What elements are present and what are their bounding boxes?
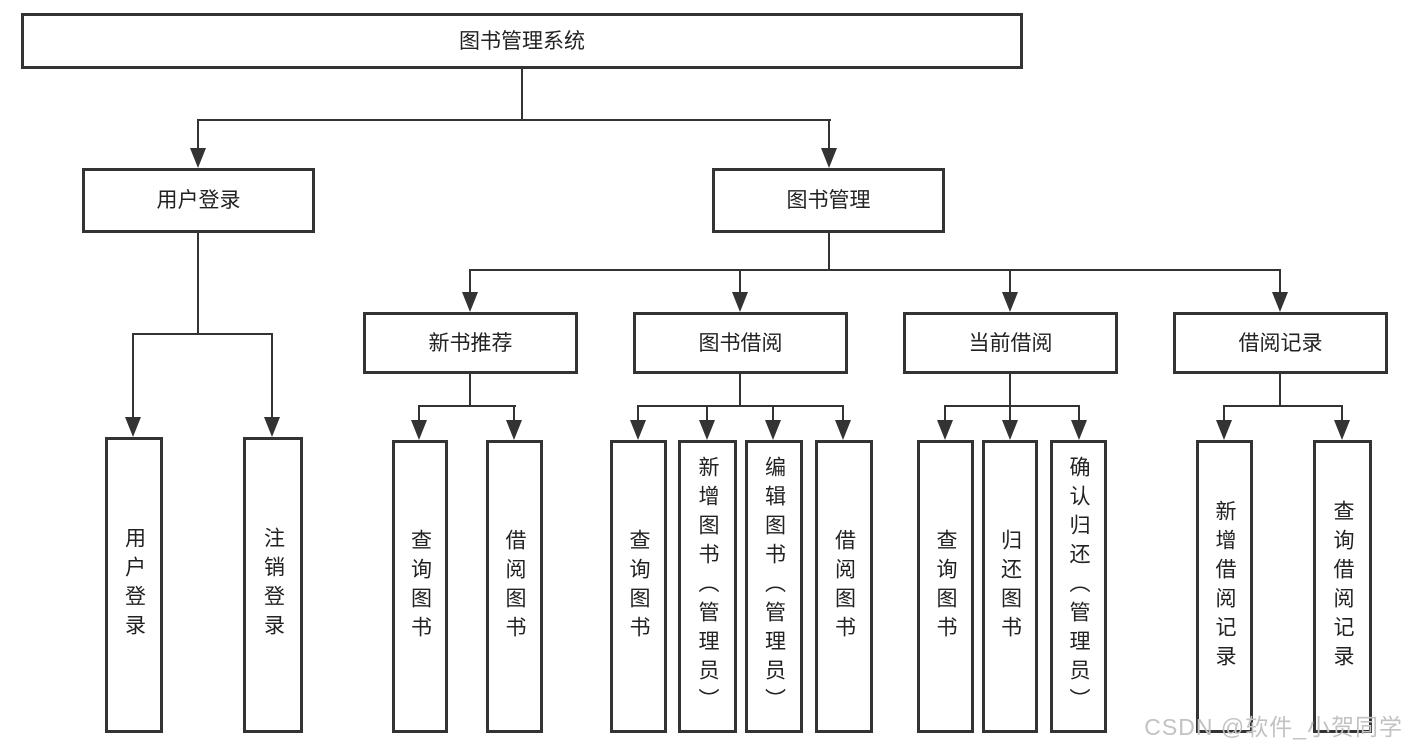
connector-line [944, 407, 946, 423]
node-user-login: 用户登录 [82, 168, 315, 233]
arrow-down-icon [1334, 420, 1350, 440]
connector-line [706, 407, 708, 423]
connector-line [418, 407, 420, 423]
arrow-down-icon [1272, 292, 1288, 312]
connector-line [1223, 407, 1225, 423]
connector-line [637, 407, 639, 423]
node-leaf-user-login: 用户登录 [105, 437, 163, 733]
connector-line [1009, 374, 1011, 407]
arrow-down-icon [937, 420, 953, 440]
connector-line [637, 405, 844, 407]
connector-line [418, 405, 516, 407]
arrow-down-icon [462, 292, 478, 312]
connector-line [469, 374, 471, 407]
connector-line [132, 335, 134, 419]
node-leaf-add-borrow-record: 新增借阅记录 [1196, 440, 1253, 733]
csdn-watermark: CSDN @软件_小贺同学 [1144, 714, 1403, 740]
node-leaf-query-books: 查询图书 [610, 440, 667, 733]
arrow-down-icon [732, 292, 748, 312]
arrow-down-icon [125, 417, 141, 437]
arrow-down-icon [765, 420, 781, 440]
connector-line [469, 271, 471, 294]
node-leaf-query-borrow-record: 查询借阅记录 [1313, 440, 1372, 733]
arrow-down-icon [699, 420, 715, 440]
node-leaf-query-books: 查询图书 [392, 440, 448, 733]
node-leaf-query-books: 查询图书 [917, 440, 974, 733]
connector-line [1223, 405, 1343, 407]
node-leaf-logout: 注销登录 [243, 437, 303, 733]
connector-line [513, 407, 515, 423]
connector-line [1341, 407, 1343, 423]
arrow-down-icon [630, 420, 646, 440]
arrow-down-icon [264, 417, 280, 437]
connector-line [1009, 407, 1011, 423]
connector-line [739, 271, 741, 294]
arrow-down-icon [190, 148, 206, 168]
connector-line [828, 233, 830, 271]
connector-line [1078, 407, 1080, 423]
connector-line [772, 407, 774, 423]
connector-line [1279, 271, 1281, 294]
connector-line [739, 374, 741, 407]
arrow-down-icon [821, 148, 837, 168]
node-leaf-borrow-books: 借阅图书 [486, 440, 543, 733]
connector-line [271, 335, 273, 419]
node-current-borrow: 当前借阅 [903, 312, 1118, 374]
node-borrow-records: 借阅记录 [1173, 312, 1388, 374]
connector-line [842, 407, 844, 423]
node-leaf-edit-books-admin: 编辑图书（管理员） [745, 440, 803, 733]
arrow-down-icon [411, 420, 427, 440]
node-new-book-recommend: 新书推荐 [363, 312, 578, 374]
node-book-management: 图书管理 [712, 168, 945, 233]
connector-line [944, 405, 1080, 407]
arrow-down-icon [1071, 420, 1087, 440]
connector-line [1009, 271, 1011, 294]
node-library-management-system: 图书管理系统 [21, 13, 1023, 69]
connector-line [1279, 374, 1281, 407]
connector-line [197, 119, 831, 121]
arrow-down-icon [506, 420, 522, 440]
node-leaf-return-books: 归还图书 [982, 440, 1038, 733]
arrow-down-icon [1002, 292, 1018, 312]
connector-line [469, 269, 1281, 271]
connector-line [828, 121, 830, 151]
connector-line [197, 233, 199, 334]
node-leaf-add-books-admin: 新增图书（管理员） [678, 440, 737, 733]
connector-line [197, 121, 199, 151]
node-book-borrow: 图书借阅 [633, 312, 848, 374]
arrow-down-icon [835, 420, 851, 440]
arrow-down-icon [1002, 420, 1018, 440]
connector-line [132, 333, 273, 335]
arrow-down-icon [1216, 420, 1232, 440]
node-leaf-confirm-return-admin: 确认归还（管理员） [1050, 440, 1107, 733]
node-leaf-borrow-books: 借阅图书 [815, 440, 873, 733]
connector-line [521, 69, 523, 121]
